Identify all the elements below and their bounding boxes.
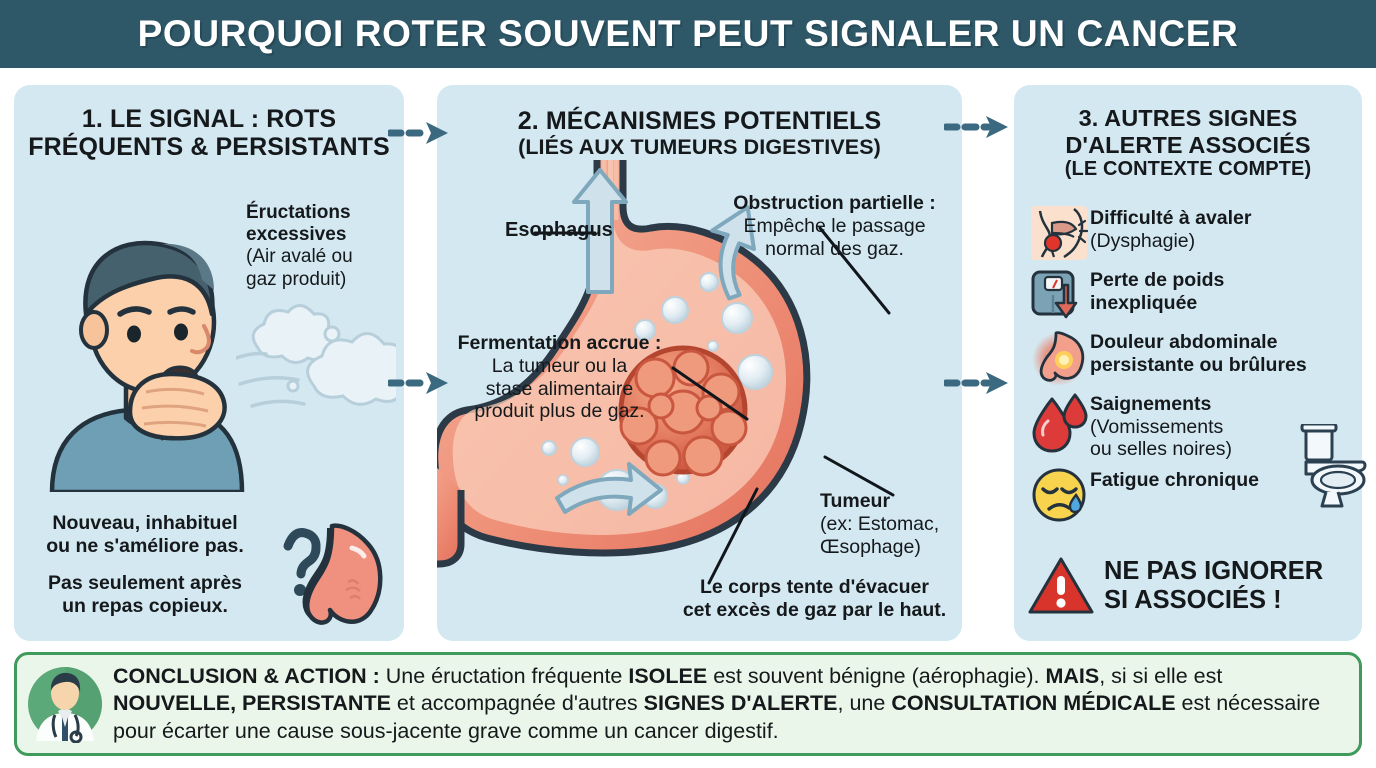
callout-sub-2: gaz produit) [246,268,347,290]
stomach-anatomy-diagram [437,160,811,568]
list-item-text: Difficulté à avaler (Dysphagie) [1090,205,1251,252]
gas-cloud-icon [236,304,396,408]
page-title: POURQUOI ROTER SOUVENT PEUT SIGNALER UN … [137,13,1239,54]
weight-scale-down-icon [1028,267,1090,323]
panel1-footnote-line4: un repas copieux. [62,595,228,618]
panel3-title: 3. AUTRES SIGNES D'ALERTE ASSOCIÉS (LE C… [1014,85,1362,181]
label-obstruction-title: Obstruction partielle : [733,192,936,214]
warning-triangle-icon [1028,557,1094,614]
list-item[interactable]: Difficulté à avaler (Dysphagie) [1014,205,1362,261]
blood-drop-icon [1028,391,1090,453]
conclusion-t2: est souvent bénigne (aérophagie). [707,664,1046,689]
label-esophagus: Esophagus [505,219,613,241]
dashed-arrow-icon [944,116,1008,138]
alert-text: NE PAS IGNORER SI ASSOCIÉS ! [1094,557,1323,615]
conclusion-t1: Une éructation fréquente [379,664,629,689]
man-burping-icon [49,240,245,492]
item-1-sub: (Dysphagie) [1090,229,1196,252]
panel2-title: 2. MÉCANISMES POTENTIELS (LIÉS AUX TUMEU… [437,85,962,160]
label-obstruction-line1: Empêche le passage [743,214,926,237]
item-3-title: Douleur abdominale [1090,331,1278,353]
list-item[interactable]: Douleur abdominale persistante ou brûlur… [1014,329,1362,385]
item-1-title: Difficulté à avaler [1090,207,1252,229]
item-2-title2: inexpliquée [1090,291,1198,314]
panel1-title: 1. LE SIGNAL : ROTS FRÉQUENTS & PERSISTA… [14,85,404,162]
conclusion-b5: CONSULTATION MÉDICALE [891,691,1176,716]
panel1-footnote-line1: Nouveau, inhabituel [52,512,238,534]
panel3-title-line2: D'ALERTE ASSOCIÉS [1065,131,1311,158]
alert-line1: NE PAS IGNORER [1104,557,1324,586]
list-item[interactable]: Perte de poids inexpliquée [1014,267,1362,323]
label-tumeur-line2: Œsophage) [820,535,921,558]
label-fermentation-title: Fermentation accrue : [457,332,662,354]
callout-sub-1: (Air avalé ou [246,246,353,268]
list-item[interactable]: Saignements (Vomissements ou selles noir… [1014,391,1362,461]
panel1-title-line1: 1. LE SIGNAL : ROTS [81,105,337,133]
callout-bold-1: Éructations [246,202,351,223]
panel2-leader-lines [533,226,895,585]
alert-line2: SI ASSOCIÉS ! [1104,586,1282,614]
conclusion-text: CONCLUSION & ACTION : Une éructation fré… [113,663,1359,744]
dashed-arrow-icon [388,122,448,144]
list-item[interactable]: Fatigue chronique [1014,467,1362,523]
list-item-text: Saignements (Vomissements ou selles noir… [1090,391,1232,461]
conclusion-b2: MAIS [1045,664,1100,689]
list-item-text: Perte de poids inexpliquée [1090,267,1224,314]
throat-swallow-icon [1028,205,1090,261]
item-3-title2: persistante ou brûlures [1090,353,1307,376]
list-item-text: Fatigue chronique [1090,467,1259,492]
header-bar: POURQUOI ROTER SOUVENT PEUT SIGNALER UN … [0,0,1376,68]
conclusion-label: CONCLUSION & ACTION : [113,664,380,689]
stomach-question-icon [283,523,383,625]
panel2-title-line1: 2. MÉCANISMES POTENTIELS [517,107,882,135]
label-fermentation-line3: produit plus de gaz. [474,400,645,423]
label-evacuer: Le corps tente d'évacuer cet excès de ga… [672,576,957,622]
conclusion-b4: SIGNES D'ALERTE [643,691,838,716]
dashed-arrow-icon [388,372,448,394]
conclusion-b1: ISOLEE [628,664,708,689]
dashed-arrow-icon [944,372,1008,394]
label-tumeur: Tumeur (ex: Estomac, Œsophage) [820,490,960,558]
panel1-footnote-line2: ou ne s'améliore pas. [46,535,244,558]
label-evacuer-line2: cet excès de gaz par le haut. [682,598,947,621]
item-4-title: Saignements [1090,393,1212,415]
label-tumeur-line1: (ex: Estomac, [820,512,940,535]
item-5-title: Fatigue chronique [1090,468,1260,491]
panel1-callout: Éructations excessives (Air avalé ou gaz… [246,202,386,291]
panel3-title-line3: (LE CONTEXTE COMPTE) [1064,158,1312,181]
item-4-sub: (Vomissements [1090,415,1224,438]
panel3-title-line1: 3. AUTRES SIGNES [1078,105,1298,131]
item-2-title: Perte de poids [1090,269,1225,291]
list-item-text: Douleur abdominale persistante ou brûlur… [1090,329,1307,376]
panel1-title-line2: FRÉQUENTS & PERSISTANTS [28,133,390,162]
conclusion-banner: CONCLUSION & ACTION : Une éructation fré… [14,652,1362,756]
doctor-avatar-icon [17,665,113,743]
alert-banner: NE PAS IGNORER SI ASSOCIÉS ! [1014,556,1362,616]
conclusion-t3: , si si elle est [1099,664,1223,689]
panel1-footnote: Nouveau, inhabituel ou ne s'améliore pas… [18,512,272,619]
tired-face-icon [1028,467,1090,523]
label-fermentation: Fermentation accrue : La tumeur ou la st… [447,332,672,423]
label-obstruction-line2: normal des gaz. [765,237,904,260]
panel1-footnote-line3: Pas seulement après [47,571,243,594]
callout-bold-2: excessives [246,224,347,246]
conclusion-b3: NOUVELLE, PERSISTANTE [113,691,391,716]
label-fermentation-line1: La tumeur ou la [491,354,628,377]
panel2-title-line2: (LIÉS AUX TUMEURS DIGESTIVES) [518,135,881,160]
label-tumeur-title: Tumeur [820,490,891,512]
tumor-mass-icon [618,345,748,477]
conclusion-t4: et accompagnée d'autres [390,691,644,716]
label-fermentation-line2: stase alimentaire [485,377,634,400]
item-4-sub2: ou selles noires) [1090,438,1232,461]
toilet-icon [1300,424,1367,508]
conclusion-t5: , une [837,691,892,716]
conclusion-t6: est nécessaire pour écarter une cause so… [113,691,1321,743]
stomach-pain-icon [1028,329,1090,385]
warning-signs-list: Difficulté à avaler (Dysphagie) Perte de… [1014,205,1362,529]
label-obstruction: Obstruction partielle : Empêche le passa… [722,192,947,260]
label-evacuer-line1: Le corps tente d'évacuer [700,576,929,598]
